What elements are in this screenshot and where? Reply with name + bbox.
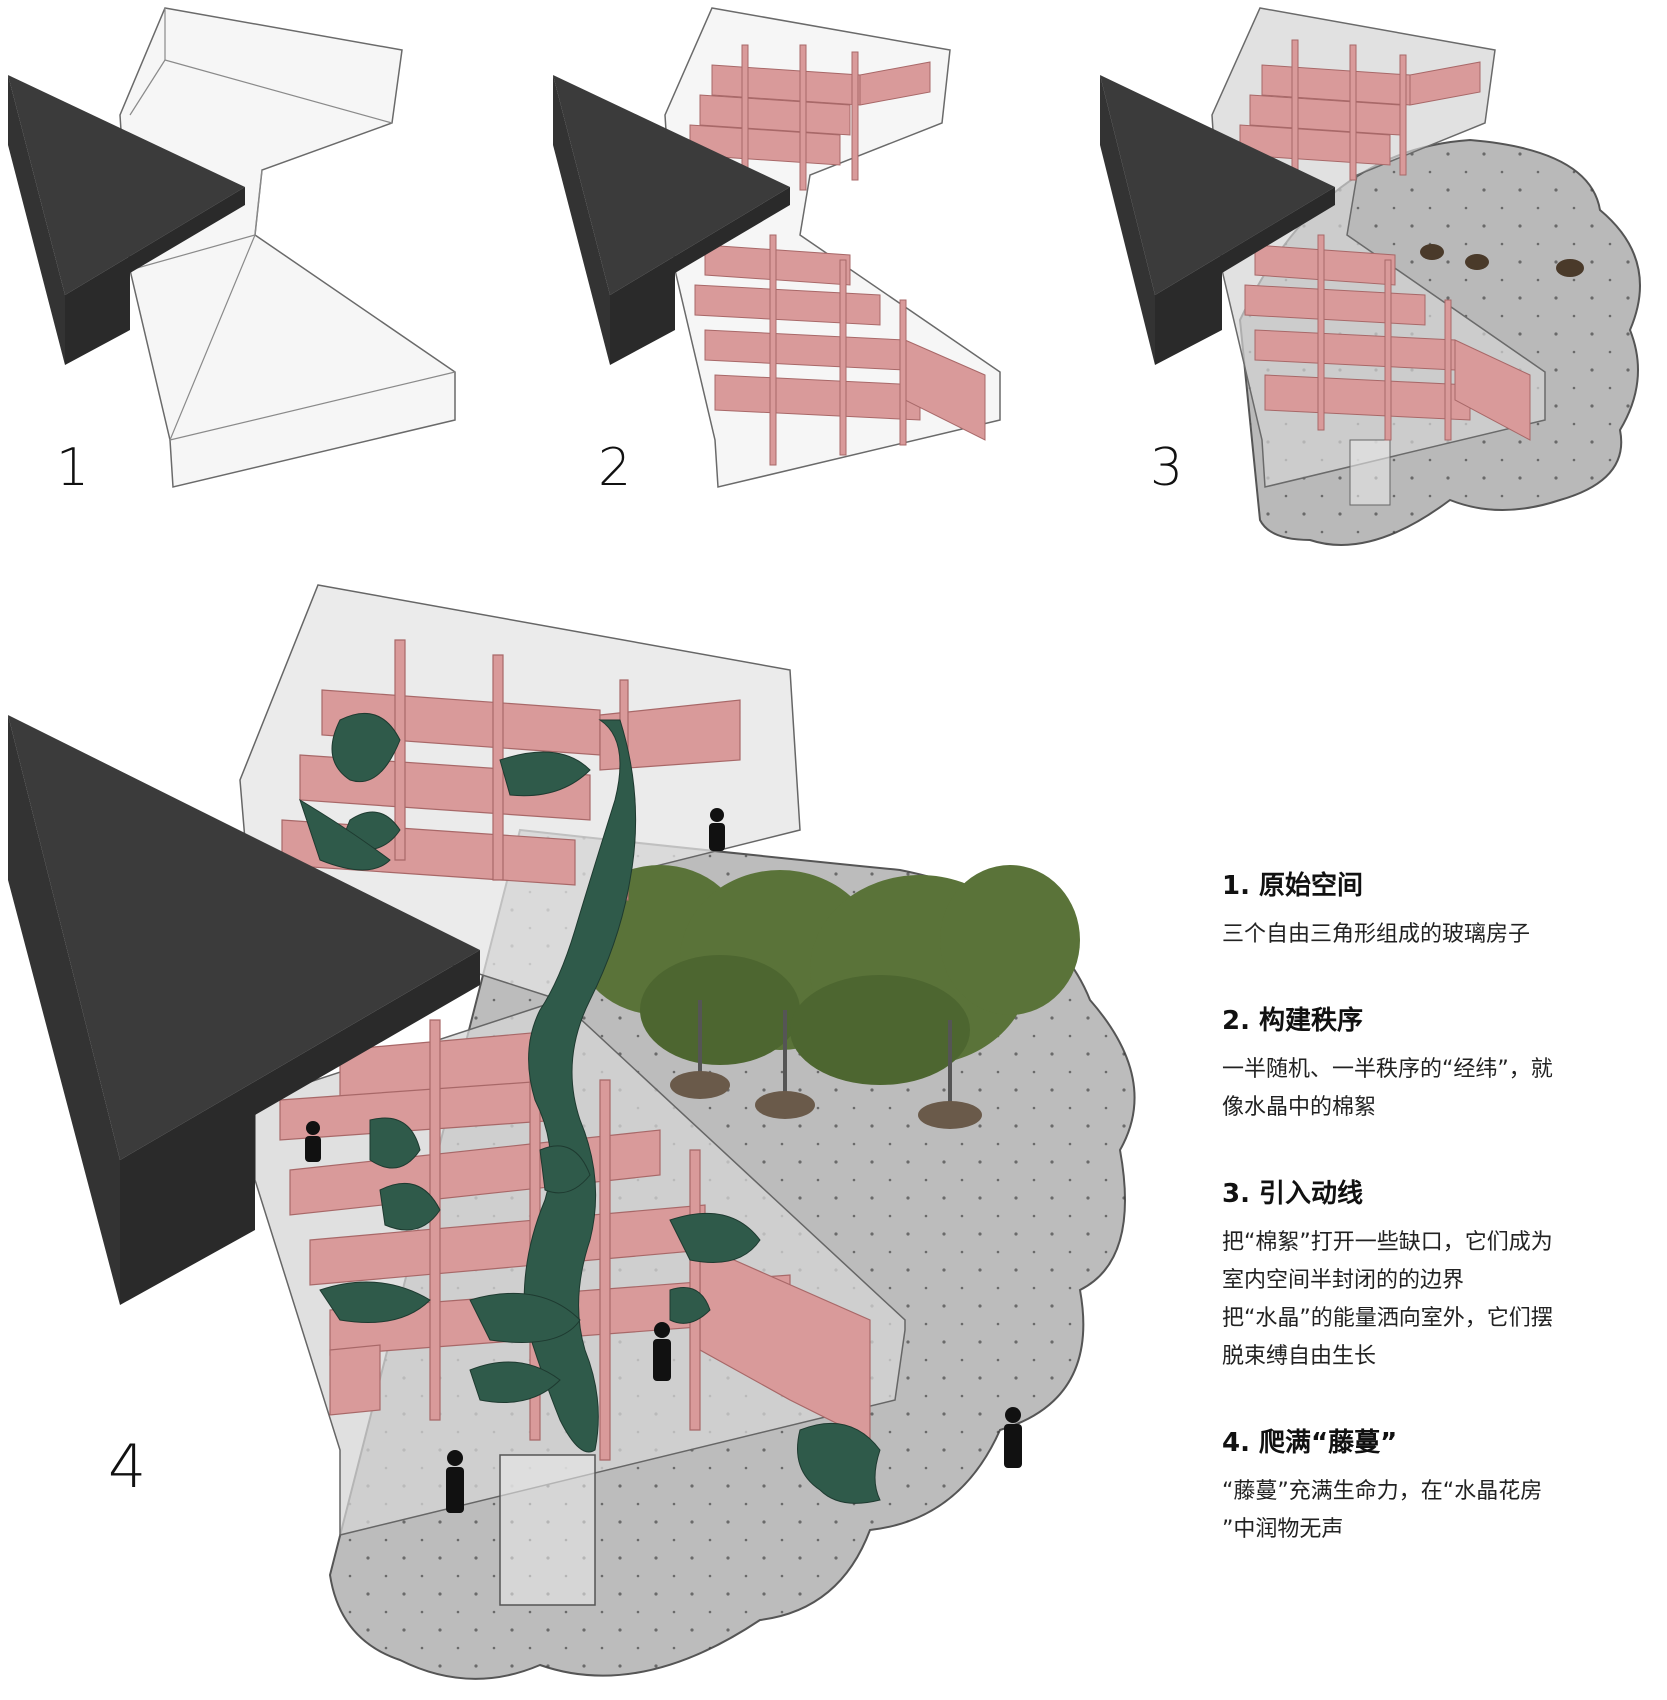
legend-line: 室内空间半封闭的的边界 [1222, 1268, 1465, 1293]
step-number-4: 4 [108, 1432, 147, 1502]
legend-description: “藤蔓”充满生命力，在“水晶花房 ”中润物无声 [1222, 1473, 1652, 1549]
tree-canopy [575, 865, 1080, 1085]
entrance-box-4 [499, 1454, 596, 1606]
tree-pit [755, 1091, 815, 1119]
dark-triangle-3 [1100, 75, 1335, 295]
dark-triangle-2 [553, 75, 790, 295]
legend-title: 2. 构建秩序 [1222, 1006, 1364, 1036]
person [709, 808, 725, 851]
legend-line: 脱束缚自由生长 [1222, 1344, 1377, 1369]
dark-triangle-1 [8, 75, 245, 295]
legend-item-build-order: 2. 构建秩序 一半随机、一半秩序的“经纬”，就 像水晶中的棉絮 [1222, 1000, 1652, 1127]
step-number-2: 2 [598, 438, 632, 498]
legend-item-original-space: 1. 原始空间 三个自由三角形组成的玻璃房子 [1222, 865, 1652, 954]
tree-pit [670, 1071, 730, 1099]
legend-line: “藤蔓”充满生命力，在“水晶花房 [1222, 1479, 1543, 1504]
dark-triangle-4 [8, 715, 480, 1160]
legend-item-circulation: 3. 引入动线 把“棉絮”打开一些缺口，它们成为 室内空间半封闭的的边界 把“水… [1222, 1173, 1652, 1376]
person [653, 1322, 671, 1381]
panel-2-build-order [553, 7, 1001, 488]
tree-pit [1465, 254, 1489, 270]
step-number-1: 1 [56, 438, 90, 498]
step-number-3: 3 [1150, 438, 1184, 498]
tree-pit [1556, 259, 1584, 277]
legend-line: 一半随机、一半秩序的“经纬”，就 [1222, 1057, 1553, 1082]
legend-description: 一半随机、一半秩序的“经纬”，就 像水晶中的棉絮 [1222, 1051, 1652, 1127]
legend-item-vines: 4. 爬满“藤蔓” “藤蔓”充满生命力，在“水晶花房 ”中润物无声 [1222, 1422, 1652, 1549]
pink-wall-grid-lower-3 [1244, 234, 1531, 441]
panel-3-circulation [1100, 7, 1641, 546]
panel-1-original-space [8, 7, 456, 488]
panel-4-vines [8, 584, 1136, 1680]
person [1004, 1407, 1022, 1468]
tree-trunks [698, 1000, 952, 1110]
person [446, 1450, 464, 1513]
legend-panel: 1. 原始空间 三个自由三角形组成的玻璃房子 2. 构建秩序 一半随机、一半秩序… [1222, 865, 1652, 1595]
legend-title: 3. 引入动线 [1222, 1179, 1364, 1209]
legend-title: 1. 原始空间 [1222, 871, 1364, 901]
vines [299, 712, 881, 1504]
legend-line: 把“水晶”的能量洒向室外，它们摆 [1222, 1306, 1553, 1331]
person [305, 1121, 321, 1162]
legend-line: 把“棉絮”打开一些缺口，它们成为 [1222, 1230, 1553, 1255]
legend-description: 三个自由三角形组成的玻璃房子 [1222, 916, 1652, 954]
legend-line: ”中润物无声 [1222, 1517, 1344, 1542]
person-figures [305, 808, 1022, 1513]
pink-wall-grid-upper-2 [689, 44, 931, 201]
tree-pit [918, 1101, 982, 1129]
pink-wall-grid-lower-2 [694, 234, 986, 466]
tree-pit [1420, 244, 1444, 260]
legend-description: 把“棉絮”打开一些缺口，它们成为 室内空间半封闭的的边界 把“水晶”的能量洒向室… [1222, 1224, 1652, 1376]
pink-wall-grid-upper-3 [1239, 39, 1481, 191]
legend-title: 4. 爬满“藤蔓” [1222, 1428, 1398, 1458]
legend-line: 三个自由三角形组成的玻璃房子 [1222, 922, 1531, 947]
legend-line: 像水晶中的棉絮 [1222, 1095, 1377, 1120]
entrance-box-3 [1349, 439, 1391, 506]
